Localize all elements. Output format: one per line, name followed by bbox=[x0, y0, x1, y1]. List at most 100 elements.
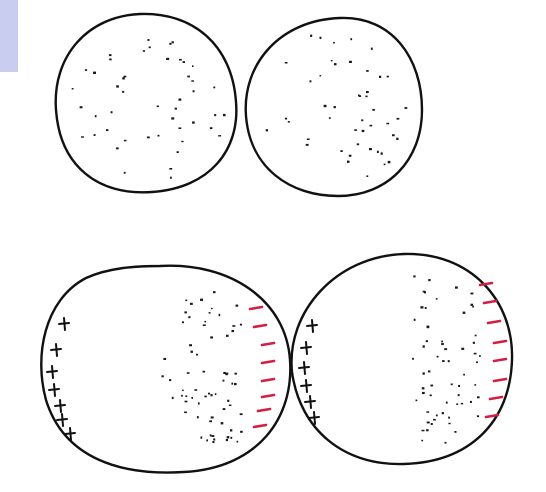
minus-mark bbox=[262, 395, 274, 397]
dot bbox=[446, 402, 448, 404]
dot bbox=[148, 39, 150, 41]
dot bbox=[422, 392, 425, 394]
dot bbox=[379, 76, 381, 78]
dot-field bbox=[412, 275, 481, 443]
dot bbox=[285, 118, 287, 120]
dot bbox=[182, 390, 184, 392]
dot bbox=[197, 416, 199, 418]
dot bbox=[334, 63, 337, 65]
plus-mark bbox=[49, 384, 59, 396]
dot bbox=[201, 437, 203, 439]
dot bbox=[358, 95, 360, 97]
dot bbox=[81, 136, 84, 137]
dot bbox=[187, 76, 190, 78]
dot bbox=[392, 134, 395, 136]
dot bbox=[234, 383, 237, 385]
polarized-sphere-right bbox=[292, 254, 513, 464]
dot bbox=[461, 348, 464, 350]
dot bbox=[436, 298, 438, 300]
dot bbox=[93, 72, 96, 74]
plus-mark bbox=[57, 414, 67, 426]
dot bbox=[428, 279, 430, 281]
dot bbox=[472, 306, 474, 308]
dot bbox=[229, 405, 232, 406]
dot bbox=[95, 115, 97, 117]
dot bbox=[329, 117, 331, 119]
dot bbox=[221, 422, 224, 424]
dot bbox=[340, 150, 342, 152]
dot bbox=[388, 161, 391, 163]
dot bbox=[463, 312, 466, 314]
dot bbox=[191, 80, 194, 81]
dot bbox=[185, 395, 187, 397]
dot bbox=[266, 129, 268, 131]
dot bbox=[471, 304, 474, 306]
dot bbox=[184, 412, 187, 414]
dot bbox=[177, 151, 179, 153]
dot bbox=[72, 88, 74, 90]
dot bbox=[208, 393, 210, 395]
minus-mark bbox=[258, 409, 270, 411]
dot bbox=[288, 121, 290, 123]
dot bbox=[225, 373, 228, 375]
dot bbox=[198, 402, 200, 404]
dot bbox=[473, 342, 475, 344]
dot bbox=[458, 385, 460, 387]
dot bbox=[122, 91, 124, 93]
dot bbox=[215, 393, 217, 395]
dot bbox=[366, 175, 368, 177]
dot bbox=[179, 59, 182, 61]
plus-mark bbox=[301, 380, 311, 392]
dot bbox=[365, 96, 367, 98]
dot bbox=[324, 105, 327, 107]
plus-mark bbox=[307, 320, 317, 332]
dot bbox=[240, 431, 243, 433]
dot bbox=[219, 314, 221, 316]
dot bbox=[232, 325, 235, 327]
dot bbox=[211, 416, 214, 418]
dot bbox=[441, 343, 444, 345]
dot bbox=[230, 429, 232, 431]
dot bbox=[444, 348, 447, 350]
dot bbox=[204, 321, 206, 323]
dot bbox=[194, 389, 197, 391]
dot bbox=[116, 147, 119, 149]
dot bbox=[191, 351, 193, 353]
dot bbox=[191, 397, 193, 399]
dot bbox=[204, 396, 206, 398]
dot bbox=[333, 42, 335, 44]
minus-mark bbox=[262, 343, 274, 345]
dot bbox=[226, 335, 229, 337]
dot bbox=[211, 308, 213, 309]
minus-mark bbox=[494, 359, 506, 361]
polarized-sphere-left bbox=[41, 266, 290, 473]
dot bbox=[349, 155, 352, 157]
dot bbox=[442, 412, 444, 414]
dot bbox=[361, 119, 363, 121]
minus-mark bbox=[250, 307, 262, 309]
dot bbox=[386, 123, 389, 125]
dot bbox=[377, 151, 379, 153]
dot bbox=[223, 380, 225, 382]
dot bbox=[213, 87, 215, 89]
sphere-outline bbox=[41, 266, 290, 473]
dot bbox=[184, 311, 187, 313]
dot bbox=[420, 306, 423, 308]
dot bbox=[426, 429, 429, 431]
dot bbox=[436, 415, 438, 417]
dot bbox=[124, 140, 127, 142]
dot bbox=[116, 85, 119, 87]
dot bbox=[448, 423, 450, 424]
dot bbox=[124, 172, 126, 174]
dot bbox=[461, 403, 463, 405]
dot bbox=[143, 50, 145, 52]
dot bbox=[181, 395, 183, 397]
dot bbox=[381, 152, 383, 154]
dot bbox=[214, 114, 216, 116]
dot bbox=[423, 372, 425, 374]
dot bbox=[455, 286, 458, 288]
dot bbox=[236, 305, 239, 307]
dot bbox=[470, 293, 473, 295]
dot-field bbox=[266, 35, 408, 177]
dot bbox=[433, 419, 436, 421]
